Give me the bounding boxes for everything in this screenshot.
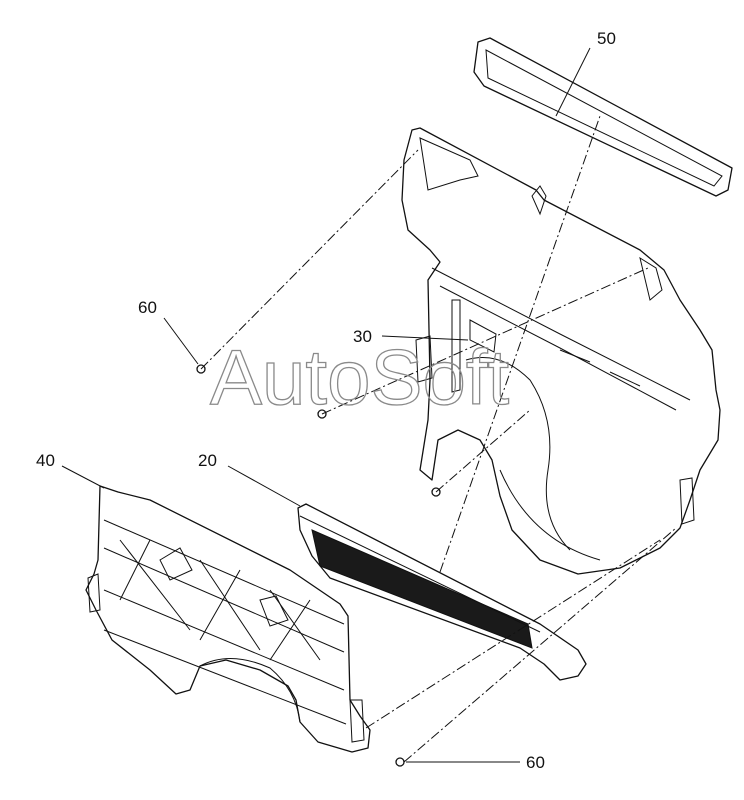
seal-gasket-part-50 [473, 37, 733, 197]
watermark: AutoSoft [210, 333, 510, 421]
screw-part-60-lower [395, 757, 405, 767]
leader-lines [61, 47, 591, 763]
air-box-housing-part-30 [401, 127, 721, 575]
callout-50: 50 [597, 29, 616, 48]
callout-60-upper: 60 [138, 298, 157, 317]
filter-element-part-20 [297, 503, 587, 681]
assembly-center-lines [200, 115, 677, 763]
callout-40: 40 [36, 451, 55, 470]
callout-30: 30 [353, 327, 372, 346]
callout-20: 20 [198, 451, 217, 470]
callout-60-lower: 60 [526, 753, 545, 772]
grid-frame-part-40 [85, 485, 371, 753]
